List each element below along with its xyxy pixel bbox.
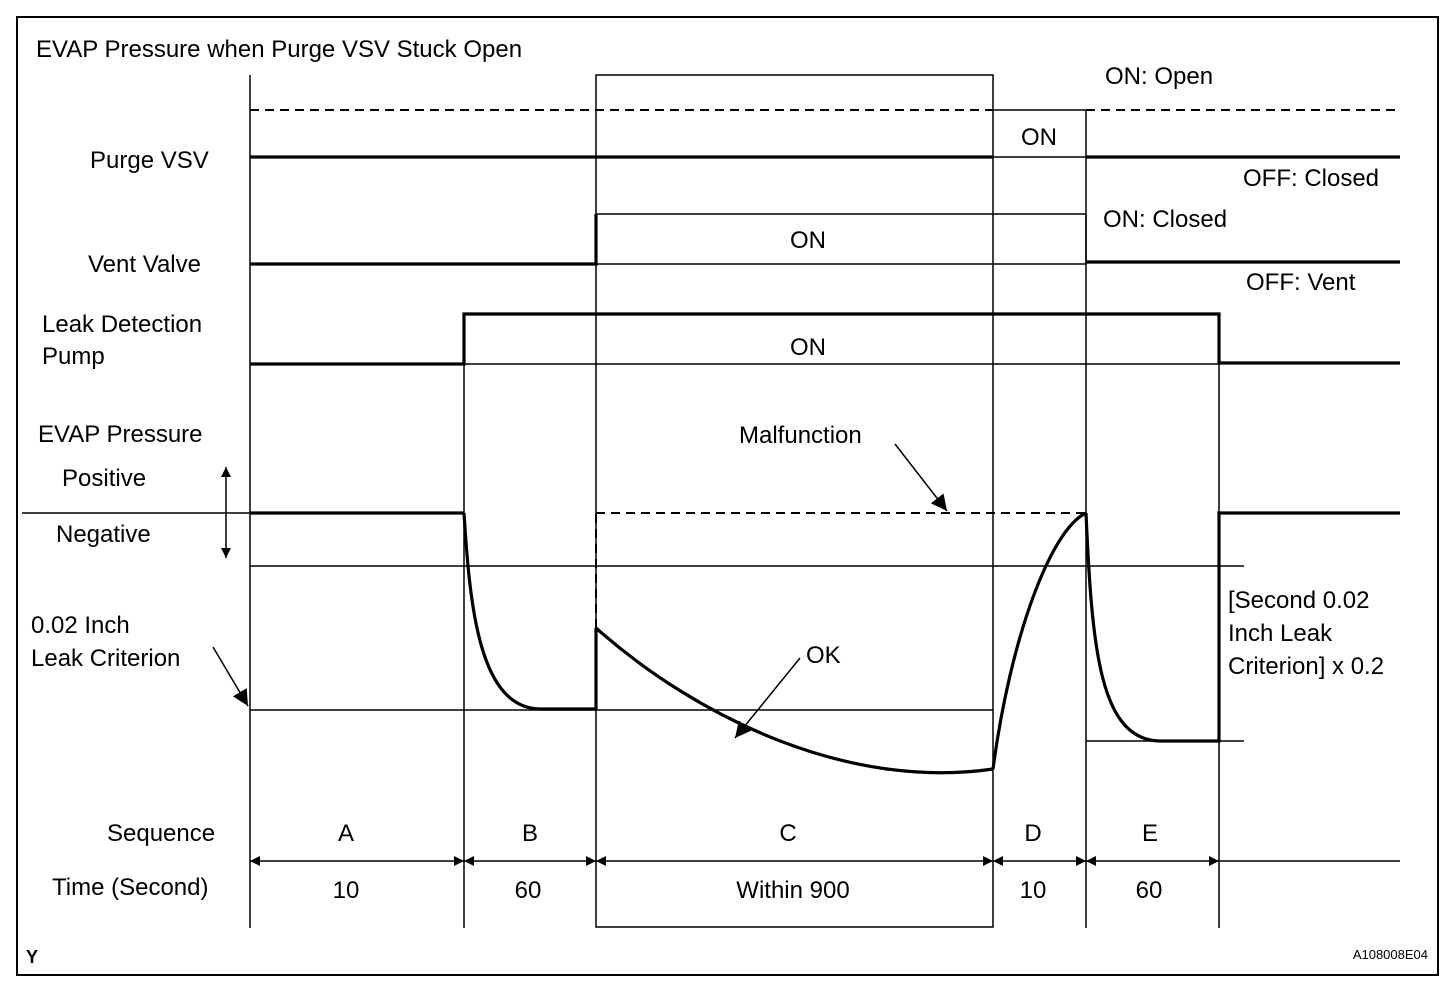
sequence-c: C [779, 820, 796, 847]
evap-pressure-curve [250, 511, 1400, 775]
malfunction-arrow [894, 443, 948, 512]
corner-mark: Y [26, 947, 38, 967]
criterion-arrow [212, 646, 249, 707]
sequence-d: D [1024, 820, 1041, 847]
time-a: 10 [333, 877, 360, 904]
ok-label: OK [806, 642, 841, 669]
pump-label-line2: Pump [42, 343, 105, 370]
criterion-label-line1: 0.02 Inch [31, 612, 130, 639]
vent-off-vent-label: OFF: Vent [1246, 269, 1356, 296]
time-c: Within 900 [736, 877, 849, 904]
purge-off-closed-label: OFF: Closed [1243, 165, 1379, 192]
time-dividers [249, 75, 1220, 928]
leak-pump-signal [250, 312, 1400, 366]
sequence-c-box [595, 74, 994, 928]
pump-label-line1: Leak Detection [42, 311, 202, 338]
pump-on-label: ON [790, 334, 826, 361]
sequence-b: B [522, 820, 538, 847]
time-b: 60 [515, 877, 542, 904]
purge-vsv-label: Purge VSV [90, 147, 209, 174]
figure-frame [16, 16, 1439, 976]
evap-pressure-label: EVAP Pressure [38, 421, 203, 448]
time-e: 60 [1136, 877, 1163, 904]
purge-on-open-label: ON: Open [1105, 63, 1213, 90]
diagram-title: EVAP Pressure when Purge VSV Stuck Open [36, 36, 522, 63]
second-criterion-line3: Criterion] x 0.2 [1228, 653, 1384, 680]
vent-valve-label: Vent Valve [88, 251, 201, 278]
time-d: 10 [1020, 877, 1047, 904]
positive-label: Positive [62, 465, 146, 492]
sequence-a: A [338, 820, 354, 847]
malfunction-label: Malfunction [739, 422, 862, 449]
sequence-label: Sequence [107, 820, 215, 847]
second-criterion-line1: [Second 0.02 [1228, 587, 1369, 614]
ok-arrow [734, 657, 801, 739]
figure-id: A108008E04 [1353, 947, 1428, 962]
second-criterion-line2: Inch Leak [1228, 620, 1333, 647]
purge-vsv-signal [250, 109, 1400, 159]
time-label: Time (Second) [52, 874, 209, 901]
criterion-label-line2: Leak Criterion [31, 645, 180, 672]
sequence-e: E [1142, 820, 1158, 847]
purge-on-label: ON [1021, 124, 1057, 151]
vent-on-closed-label: ON: Closed [1103, 206, 1227, 233]
negative-label: Negative [56, 521, 151, 548]
vent-on-label: ON [790, 227, 826, 254]
vent-valve-signal [250, 213, 1400, 266]
pressure-reference-lines [22, 512, 1244, 742]
